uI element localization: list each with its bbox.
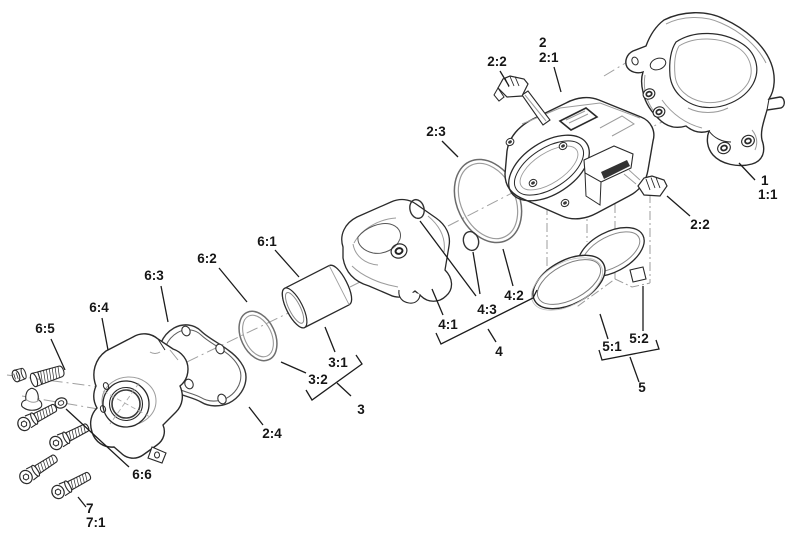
callout-4-1: 4:1 [438,317,458,332]
callout-2: 2 [539,35,547,50]
part-1-housing [625,12,785,167]
caliper-face-groove [508,134,590,202]
callout-6-1: 6:1 [257,234,277,249]
part-6-4-caliper-half [89,333,189,464]
housing-opening [669,32,758,109]
callout-4: 4 [495,344,503,359]
housing-flange-bosses [642,88,666,118]
callout-7: 7 [86,501,94,516]
callout-7-1: 7:1 [86,515,106,530]
part-4-3-o-ring-upper [409,198,425,220]
housing-ear-slot [649,57,667,71]
part-2-2-connector-top [493,75,551,126]
part-3-2-seal-ring [238,310,278,362]
group-brackets [305,289,660,401]
group-bracket-3 [305,354,363,401]
callout-1-1: 1:1 [758,187,778,202]
part-6-6-ring [54,397,68,409]
caliper-bolt-bosses [505,137,570,208]
callout-5: 5 [638,380,646,395]
group-bracket-4 [435,289,538,345]
callout-labels: 2:2 2 2:1 2:3 1 1:1 2:2 6:1 6:2 6:3 6:4 … [35,35,778,530]
callout-3-1: 3:1 [328,355,348,370]
part-6-5-cap [11,367,27,383]
callout-3: 3 [357,402,365,417]
callout-2-2-right: 2:2 [690,217,710,232]
callout-6-5: 6:5 [35,321,55,336]
callout-4-2: 4:2 [504,288,524,303]
caliper-half-tab [147,446,167,464]
part-7-bolt-4 [48,468,94,502]
callout-4-3: 4:3 [477,302,497,317]
part-6-6-boot [21,387,43,411]
callout-2-1: 2:1 [539,50,559,65]
backing-plate-boss [390,243,408,259]
group-bracket-5 [598,339,660,361]
callout-5-1: 5:1 [602,339,622,354]
part-4-3-o-ring-lower [462,230,480,252]
callout-6-3: 6:3 [144,268,164,283]
part-3-1-piston [281,264,353,329]
part-5-1-brake-pad [531,254,606,311]
caliper-name-plate [558,107,599,131]
callout-5-2: 5:2 [629,331,649,346]
callout-6-6: 6:6 [132,467,152,482]
part-7-bolt-3 [16,451,61,487]
callout-2-3: 2:3 [426,124,446,139]
callout-2-2-top: 2:2 [487,54,507,69]
part-2-2-connector-right [637,175,668,197]
callout-2-4: 2:4 [262,426,282,441]
callout-1: 1 [761,173,769,188]
housing-lobe-bosses [717,134,755,155]
leader-lines [50,66,756,508]
part-2-caliper-body [493,75,668,220]
callout-3-2: 3:2 [308,372,328,387]
part-4-1-backing-plate [341,198,453,304]
callout-6-2: 6:2 [197,251,217,266]
callout-6-4: 6:4 [89,300,109,315]
part-6-5-bleeder-screw [29,365,65,388]
caliper-manifold [583,145,641,206]
